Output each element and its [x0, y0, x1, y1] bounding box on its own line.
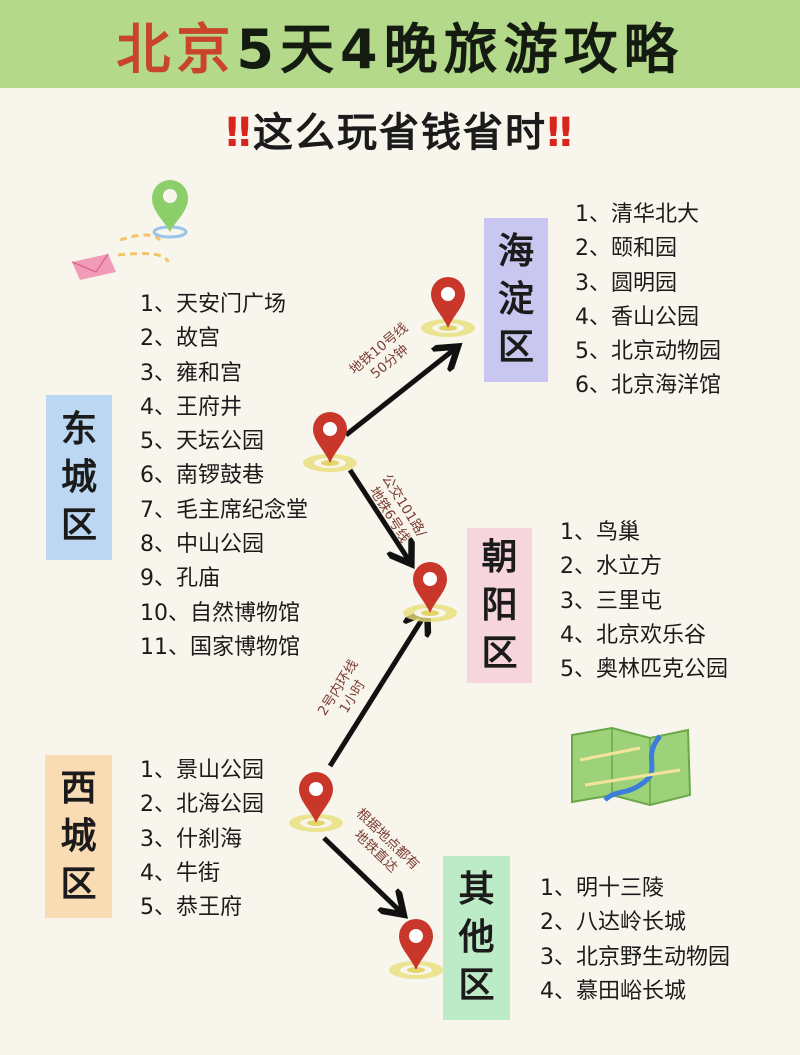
list-item: 6、北京海洋馆 [575, 373, 721, 399]
list-item: 10、自然博物馆 [140, 600, 300, 626]
list-haidian: 1、清华北大 2、颐和园 3、圆明园 4、香山公园 5、北京动物园 6、北京海洋… [575, 198, 721, 404]
list-xicheng: 1、景山公园 2、北海公园 3、什刹海 4、牛街 5、恭王府 [140, 754, 264, 925]
district-xicheng: 西城区 [45, 755, 112, 918]
list-item: 1、鸟巢 [560, 520, 640, 545]
list-item: 3、雍和宫 [140, 360, 242, 386]
list-item: 6、南锣鼓巷 [140, 463, 264, 489]
list-item: 4、慕田峪长城 [540, 978, 686, 1004]
list-item: 11、国家博物馆 [140, 634, 300, 660]
district-char: 城 [60, 815, 97, 857]
list-item: 4、香山公园 [575, 304, 699, 330]
list-item: 1、天安门广场 [140, 292, 286, 317]
exclamation-icon: ‼ [225, 110, 253, 156]
list-item: 4、王府井 [140, 394, 242, 420]
list-item: 5、恭王府 [140, 895, 242, 921]
arrow-icon [344, 348, 456, 437]
list-dongcheng: 1、天安门广场 2、故宫 3、雍和宫 4、王府井 5、天坛公园 6、南锣鼓巷 7… [140, 288, 308, 665]
arrow-icon [322, 836, 402, 913]
list-item: 8、中山公园 [140, 532, 264, 558]
map-icon [571, 726, 692, 807]
location-pin-icon [389, 919, 443, 979]
list-item: 1、景山公园 [140, 758, 264, 783]
arrow-icon [347, 468, 410, 562]
location-pin-icon [117, 180, 188, 263]
exclamation-icon: ‼ [547, 110, 575, 156]
district-dongcheng: 东城区 [46, 395, 112, 560]
district-char: 区 [60, 863, 97, 905]
arrow-icon [327, 613, 426, 768]
district-char: 东 [60, 408, 97, 450]
list-item: 4、牛街 [140, 860, 220, 886]
list-item: 2、故宫 [140, 326, 220, 352]
list-item: 1、清华北大 [575, 202, 699, 227]
district-char: 朝 [481, 536, 518, 578]
subtitle: ‼这么玩省钱省时‼ [0, 100, 800, 158]
list-item: 2、颐和园 [575, 236, 677, 262]
list-item: 1、明十三陵 [540, 876, 664, 901]
list-item: 3、圆明园 [575, 270, 677, 296]
district-char: 区 [458, 965, 495, 1006]
district-char: 区 [481, 632, 518, 674]
district-char: 阳 [481, 584, 518, 626]
list-item: 3、北京野生动物园 [540, 944, 730, 970]
district-other: 其他区 [443, 856, 510, 1020]
list-chaoyang: 1、鸟巢 2、水立方 3、三里屯 4、北京欢乐谷 5、奥林匹克公园 [560, 516, 728, 687]
location-pin-icon [421, 277, 475, 337]
district-chaoyang: 朝阳区 [467, 528, 532, 683]
subtitle-text: 这么玩省钱省时 [253, 110, 547, 156]
district-char: 海 [497, 231, 534, 272]
title-rest: 5天4晚旅游攻略 [236, 17, 684, 81]
location-pin-icon [289, 772, 343, 832]
district-char: 区 [60, 504, 97, 546]
list-item: 7、毛主席纪念堂 [140, 497, 308, 523]
list-item: 2、水立方 [560, 554, 662, 580]
envelope-icon [71, 253, 116, 280]
list-item: 9、孔庙 [140, 566, 220, 592]
route-label-xi-other: 根据地点都有 地铁直达 [351, 805, 422, 876]
list-item: 4、北京欢乐谷 [560, 622, 706, 648]
location-pin-icon [403, 562, 457, 622]
list-item: 5、北京动物园 [575, 339, 721, 365]
list-other: 1、明十三陵 2、八达岭长城 3、北京野生动物园 4、慕田峪长城 [540, 872, 730, 1009]
title-city: 北京 [116, 17, 237, 81]
route-label-dong-haidian: 地铁10号线 50分钟 [346, 320, 411, 382]
district-char: 他 [458, 917, 495, 958]
list-item: 3、三里屯 [560, 588, 662, 614]
district-char: 淀 [497, 279, 534, 320]
district-char: 城 [60, 456, 97, 498]
list-item: 2、八达岭长城 [540, 910, 686, 936]
list-item: 5、奥林匹克公园 [560, 657, 728, 683]
district-char: 区 [497, 327, 534, 368]
district-char: 西 [60, 767, 97, 809]
district-haidian: 海淀区 [484, 218, 548, 382]
list-item: 5、天坛公园 [140, 429, 264, 455]
route-label-xi-chaoyang: 2号内环线 1小时 [315, 657, 369, 719]
location-pin-icon [303, 412, 357, 472]
list-item: 2、北海公园 [140, 792, 264, 818]
list-item: 3、什刹海 [140, 826, 242, 852]
district-char: 其 [458, 869, 495, 910]
